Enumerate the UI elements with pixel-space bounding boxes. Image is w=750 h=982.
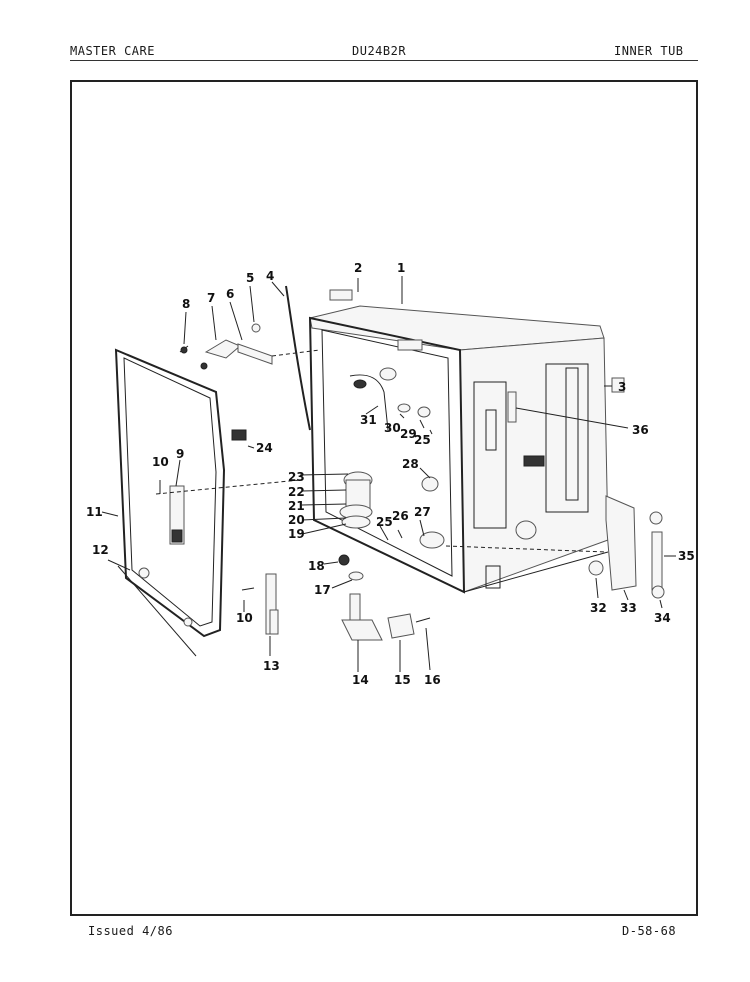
callout-21: 21 [288, 499, 305, 513]
callout-15: 15 [394, 673, 411, 687]
callout-23: 23 [288, 470, 305, 484]
door-panel [114, 348, 226, 657]
callout-13: 13 [263, 659, 280, 673]
document-code: D-58-68 [622, 924, 677, 938]
callout-7: 7 [207, 291, 215, 305]
diagram-frame [70, 80, 698, 916]
callout-31: 31 [360, 413, 377, 427]
callout-16: 16 [424, 673, 441, 687]
callout-25-upper: 25 [414, 433, 431, 447]
callout-25-lower: 25 [376, 515, 393, 529]
header-rule [70, 60, 698, 61]
callout-30: 30 [384, 421, 401, 435]
callout-18: 18 [308, 559, 325, 573]
leader-lines [101, 276, 676, 672]
issued-date: Issued 4/86 [88, 924, 173, 938]
callout-4: 4 [266, 269, 274, 283]
callout-10-upper: 10 [152, 455, 169, 469]
header-section: INNER TUB [614, 44, 684, 58]
callout-17: 17 [314, 583, 331, 597]
callout-34: 34 [654, 611, 671, 625]
header-model: DU24B2R [352, 44, 407, 58]
callout-5: 5 [246, 271, 254, 285]
callout-3: 3 [618, 380, 626, 394]
callout-20: 20 [288, 513, 305, 527]
callout-14: 14 [352, 673, 369, 687]
lower-hinge-parts [241, 554, 431, 641]
callout-32: 32 [590, 601, 607, 615]
callout-8: 8 [182, 297, 190, 311]
callout-1: 1 [397, 261, 405, 275]
callout-10-lower: 10 [236, 611, 253, 625]
callout-19: 19 [288, 527, 305, 541]
callout-11: 11 [86, 505, 103, 519]
callout-22: 22 [288, 485, 305, 499]
header-brand: MASTER CARE [70, 44, 155, 58]
callout-24: 24 [256, 441, 273, 455]
callout-2: 2 [354, 261, 362, 275]
callout-6: 6 [226, 287, 234, 301]
callout-labels: 1 2 3 4 5 6 7 8 9 10 10 11 12 13 14 15 1… [86, 261, 695, 687]
callout-29: 29 [400, 427, 417, 441]
callout-9: 9 [176, 447, 184, 461]
callout-27: 27 [414, 505, 431, 519]
callout-12: 12 [92, 543, 109, 557]
callout-26: 26 [392, 509, 409, 523]
callout-36: 36 [632, 423, 649, 437]
right-side-parts [507, 377, 665, 599]
callout-33: 33 [620, 601, 637, 615]
callout-28: 28 [402, 457, 419, 471]
callout-35: 35 [678, 549, 695, 563]
upper-hinge-parts [179, 285, 353, 441]
tub-body [308, 305, 609, 594]
